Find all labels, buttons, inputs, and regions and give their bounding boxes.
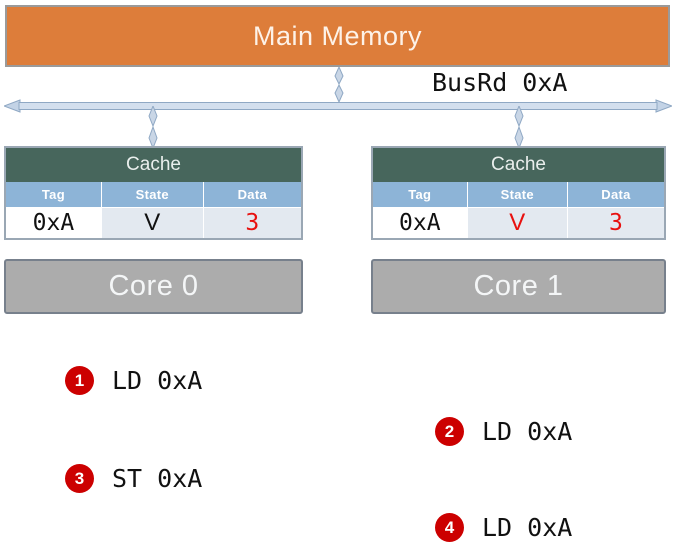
busrd-label: BusRd 0xA (432, 68, 568, 97)
cache-title-core0: Cache (6, 148, 301, 182)
cache-value-data: 3 (245, 210, 260, 236)
cache-value-state: V (102, 208, 204, 238)
cache-col-header-state: State (468, 182, 568, 207)
step-instruction: LD 0xA (112, 366, 203, 395)
cache-title-core1: Cache (373, 148, 664, 182)
cache-column-headers-core0: Tag State Data (6, 182, 301, 207)
cache-block-core1: Cache Tag State Data 0xA V 3 (371, 146, 666, 240)
step-number-badge: 2 (435, 417, 464, 446)
memory-bus-connector-arrow (330, 65, 348, 104)
step-number-badge: 1 (65, 366, 94, 395)
step-item-4: 4 LD 0xA (435, 513, 572, 542)
step-number-badge: 4 (435, 513, 464, 542)
core-block-1: Core 1 (371, 259, 666, 314)
cache-block-core0: Cache Tag State Data 0xA V 3 (4, 146, 303, 240)
main-memory-label: Main Memory (252, 20, 423, 51)
cache-value-tag: 0xA (373, 208, 468, 238)
core-block-0: Core 0 (4, 259, 303, 314)
interconnect-bus (2, 99, 674, 113)
cache-col-header-data: Data (237, 187, 267, 202)
main-memory-block: Main Memory (5, 5, 670, 67)
step-item-2: 2 LD 0xA (435, 417, 572, 446)
bus-cache1-connector-arrow (510, 104, 528, 150)
bus-cache0-connector-arrow (144, 104, 162, 150)
cache-row-core1: 0xA V 3 (373, 207, 664, 238)
cache-col-header-data: Data (601, 187, 631, 202)
step-instruction: LD 0xA (482, 513, 573, 542)
cache-value-data: 3 (609, 210, 623, 236)
core-label-1: Core 1 (473, 270, 564, 302)
cache-col-header-tag: Tag (373, 182, 468, 207)
step-item-1: 1 LD 0xA (65, 366, 202, 395)
step-instruction: ST 0xA (112, 464, 203, 493)
step-item-3: 3 ST 0xA (65, 464, 202, 493)
cache-column-headers-core1: Tag State Data (373, 182, 664, 207)
core-label-0: Core 0 (108, 270, 199, 302)
cache-value-tag: 0xA (6, 208, 102, 238)
cache-col-header-tag: Tag (6, 182, 102, 207)
cache-col-header-state: State (102, 182, 204, 207)
step-number-badge: 3 (65, 464, 94, 493)
cache-row-core0: 0xA V 3 (6, 207, 301, 238)
cache-value-state: V (468, 208, 568, 238)
step-instruction: LD 0xA (482, 417, 573, 446)
